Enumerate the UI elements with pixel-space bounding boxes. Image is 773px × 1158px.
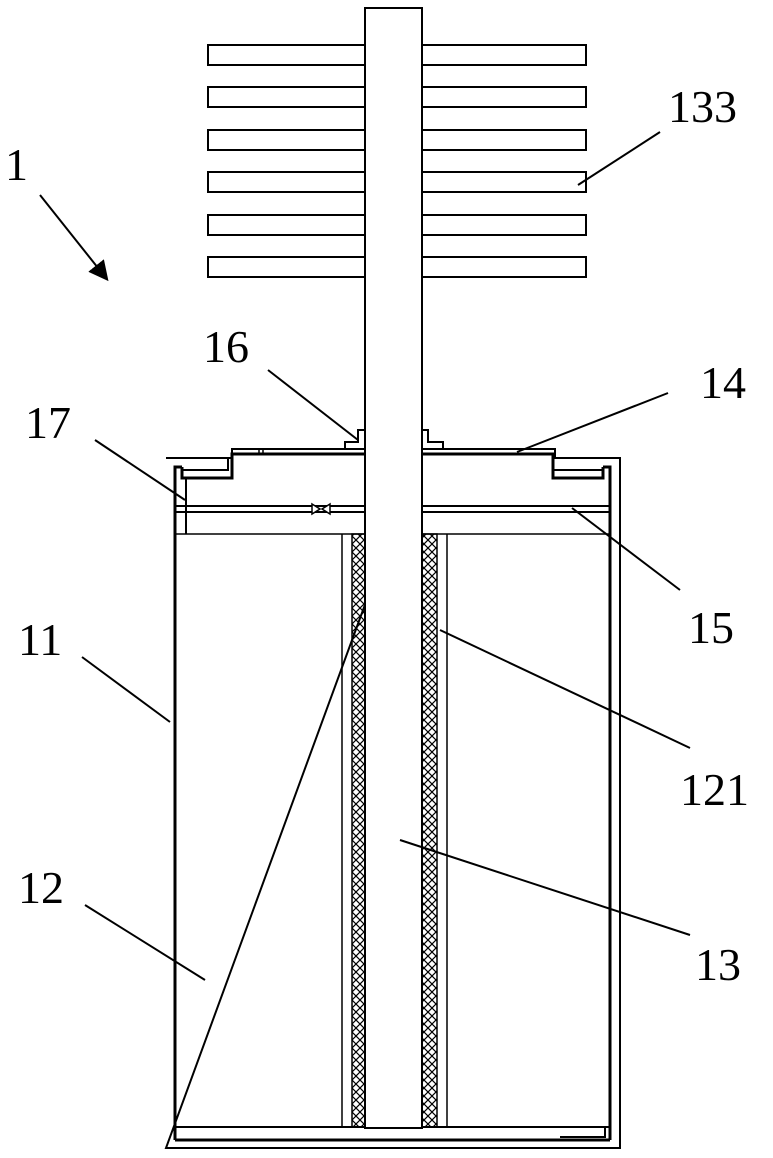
label-cap: 14 — [700, 357, 746, 408]
label-valve-pipe: 17 — [25, 397, 71, 448]
label-fitting: 16 — [203, 321, 249, 372]
label-mesh: 121 — [680, 764, 749, 815]
central-rod — [364, 7, 423, 1129]
label-outer-shell: 11 — [18, 614, 62, 665]
cap — [180, 429, 605, 480]
label-chamber: 12 — [18, 862, 64, 913]
partition — [175, 478, 610, 535]
mesh-right — [421, 533, 438, 1128]
label-rod: 13 — [695, 939, 741, 990]
label-device: 1 — [5, 139, 28, 190]
inner-chamber — [175, 533, 610, 1138]
label-fins: 133 — [668, 81, 737, 132]
valve-icon — [311, 502, 331, 516]
label-partition: 15 — [688, 602, 734, 653]
leader-lines — [39, 131, 691, 981]
mesh-left — [351, 533, 366, 1128]
